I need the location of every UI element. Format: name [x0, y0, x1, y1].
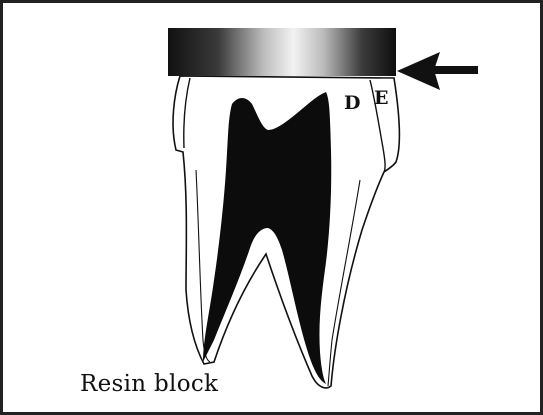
- resin-block: [168, 28, 396, 76]
- figure-caption: Resin block: [80, 373, 218, 396]
- arrow-left-icon: [397, 52, 478, 90]
- dentin-label: D: [344, 94, 360, 113]
- enamel-label: E: [374, 89, 388, 108]
